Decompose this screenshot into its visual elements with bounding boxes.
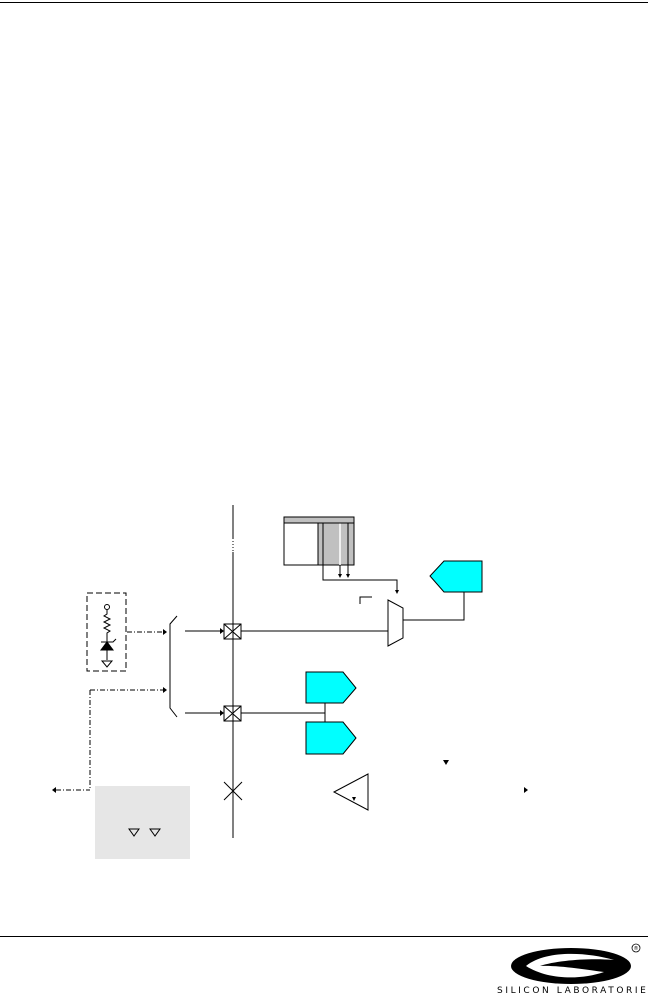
mux-icon: [387, 599, 404, 647]
crossing-x-icon: [223, 781, 243, 801]
cyan-block-upper: [305, 671, 357, 704]
brand-name: SILICON LABORATORIES: [497, 986, 648, 996]
zener-diode-icon: [100, 637, 117, 660]
svg-text:®: ®: [634, 945, 639, 952]
comparator-icon: [332, 773, 369, 811]
dashed-source-box: [86, 592, 127, 672]
cyan-block-lower: [305, 721, 357, 755]
input-bracket: [169, 615, 178, 718]
silicon-labs-logo: ®: [511, 943, 641, 984]
triangle-down-icon: [149, 828, 161, 837]
block-diagram: [52, 505, 528, 859]
header-rule: [0, 2, 648, 3]
gray-panel: [95, 786, 190, 859]
register-block: [283, 516, 355, 566]
ground-icon: [100, 660, 114, 668]
cyan-block-pin: [429, 560, 483, 593]
resistor-icon: [102, 604, 112, 637]
footer-rule: [0, 936, 648, 937]
triangle-down-icon: [128, 828, 140, 837]
